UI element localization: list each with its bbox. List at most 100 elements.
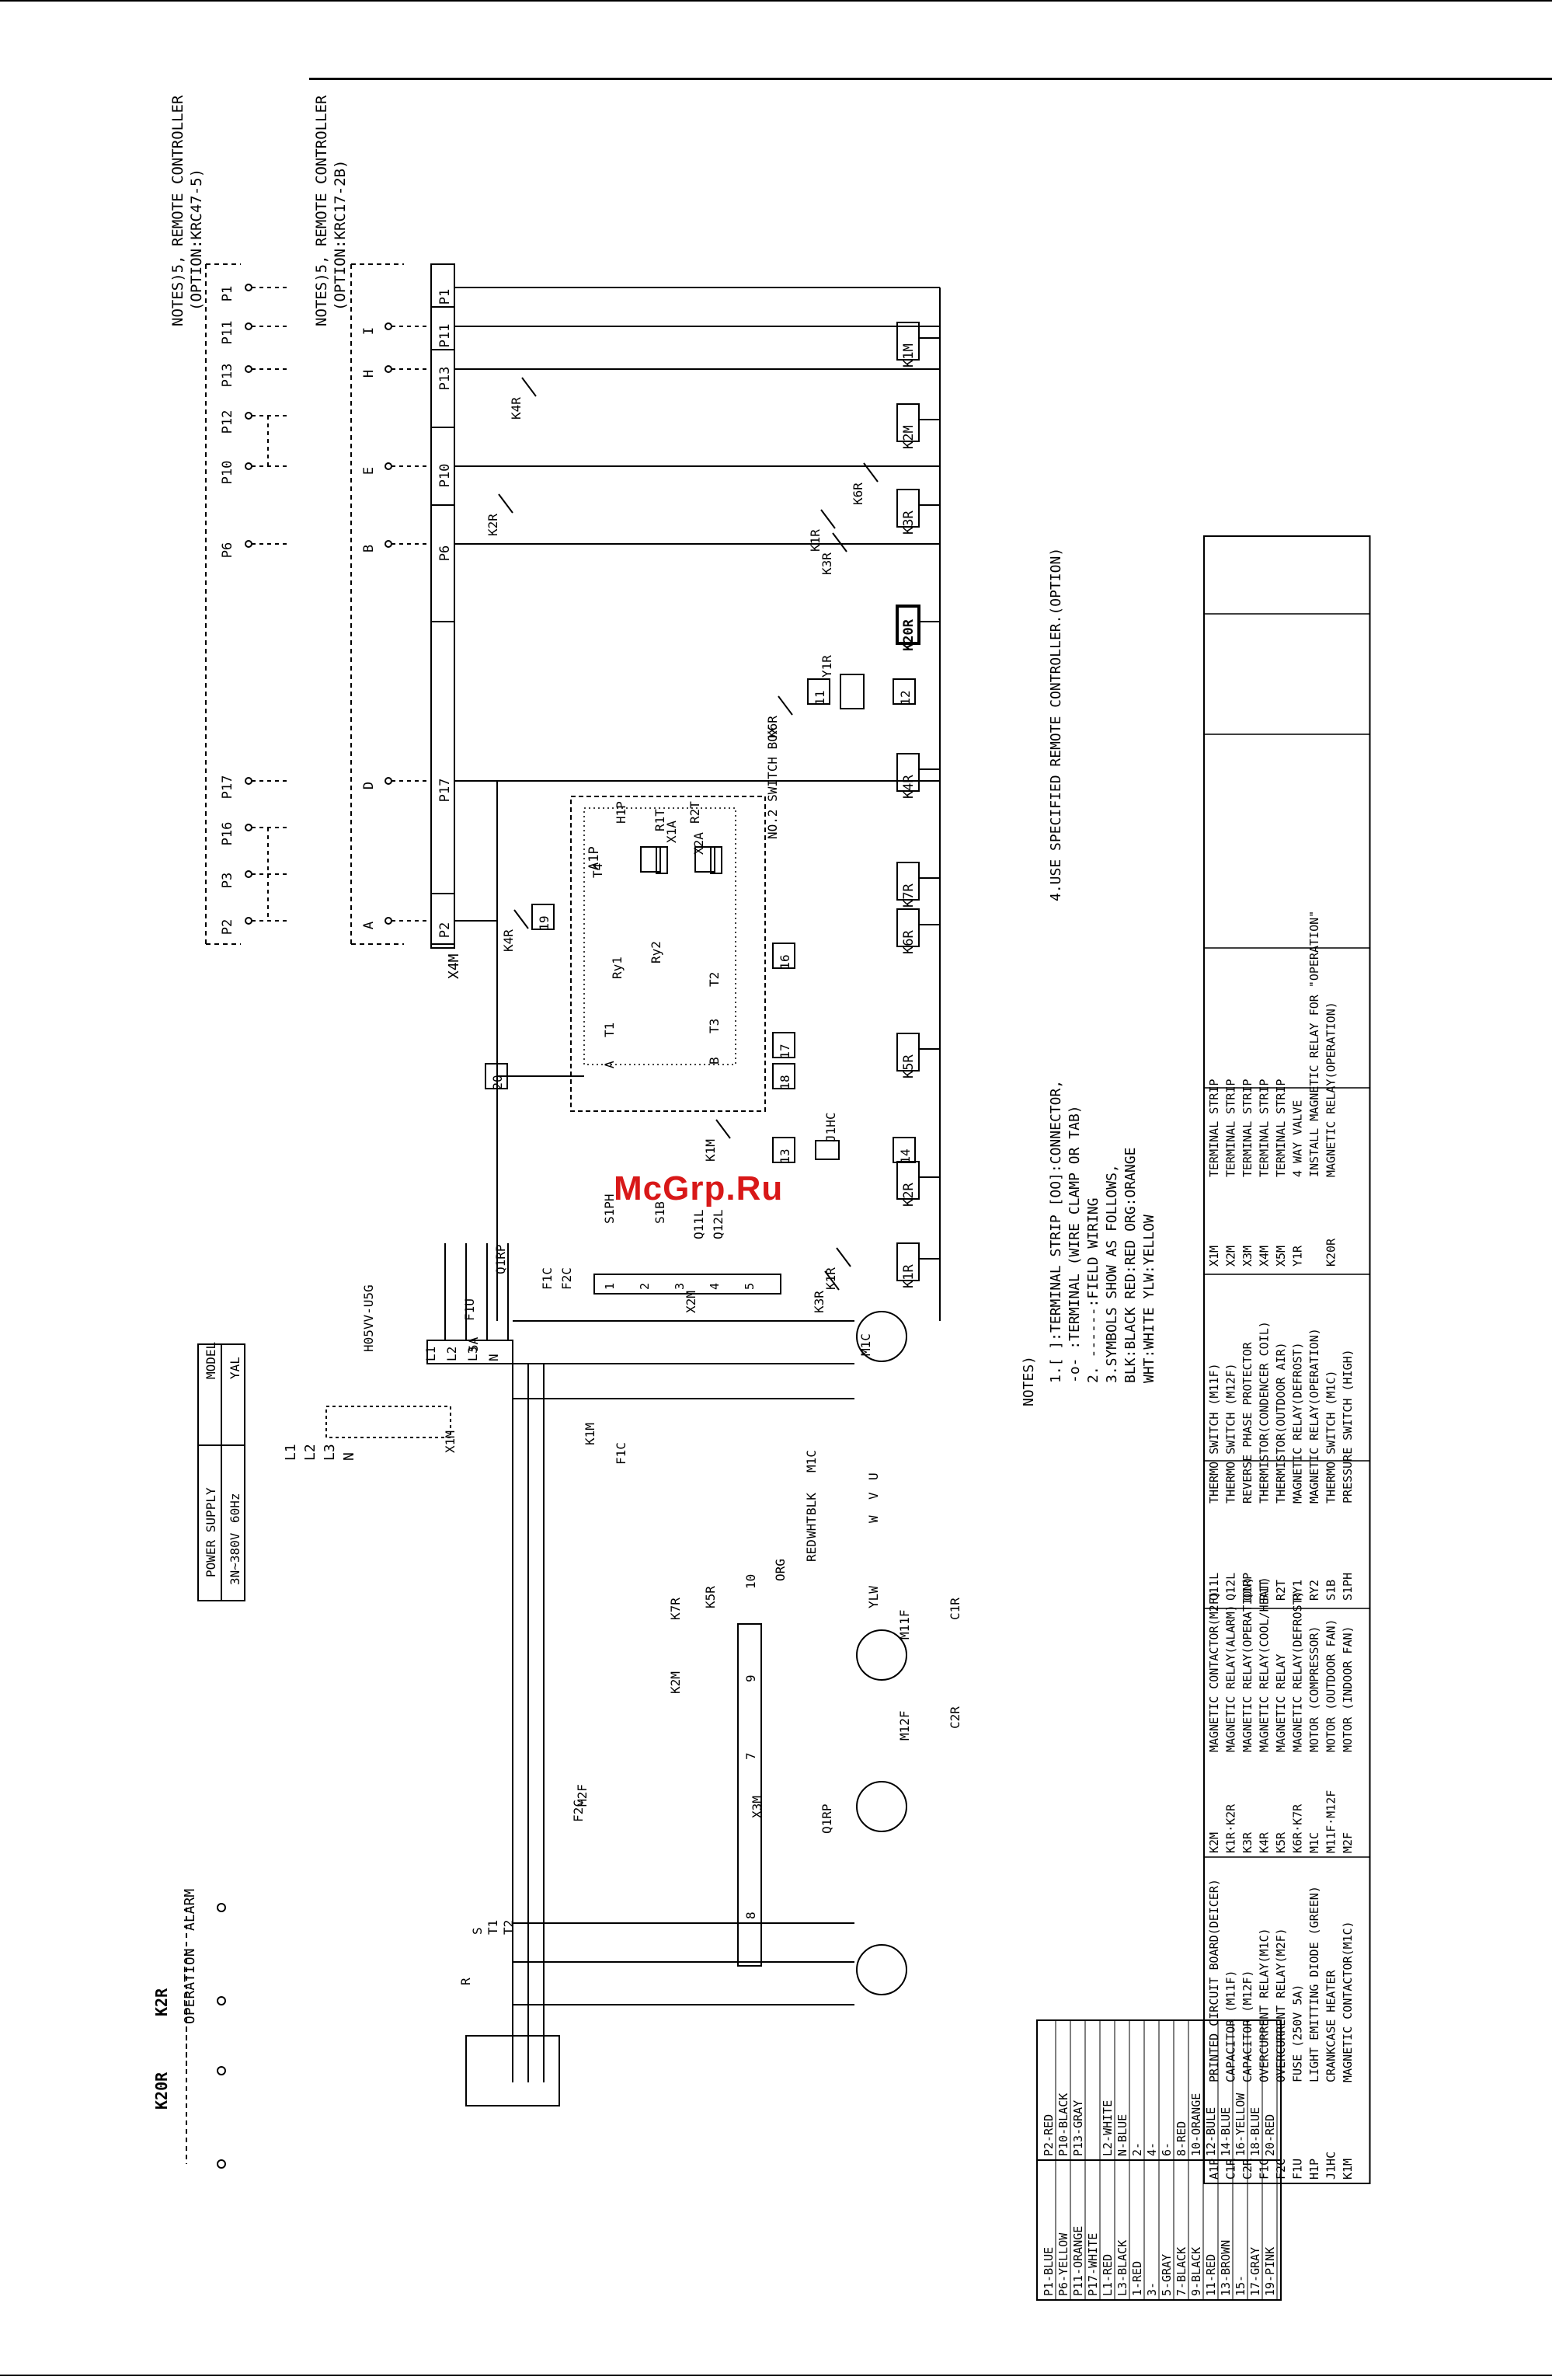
legend-cell: X2M [1224,1246,1238,1267]
terminal-number-box [772,1063,795,1089]
relay-coil [896,862,920,901]
legend-cell: PRINTED CIRCUIT BOARD(DEICER) [1207,1879,1221,2082]
pcb-a1p-box [570,796,766,1112]
legend-cell: K5R [1274,1831,1288,1853]
note-item: 1.[ ]:TERMINAL STRIP [OO]:CONNECTOR, [1048,1080,1064,1383]
legend-cell: X3M [1241,1246,1254,1267]
component-label: ORG [773,1559,788,1581]
legend-cell: CAPACITOR (M12F) [1241,1971,1254,2083]
legend-cell: OVERCURRENT RELAY(M1C) [1258,1928,1272,2082]
x2m-terminal-label: 2 [638,1283,652,1290]
pcb-component: X1A [664,821,679,843]
x1m-terminal-label: L1 [423,1347,438,1361]
component-label: M11F [897,1609,912,1640]
pcb-component: T3 [707,1019,722,1033]
relay-contact [498,493,513,514]
terminal-number-box [893,678,916,705]
component-label: F1U [462,1298,477,1321]
wire-color-cell: N-BLUE [1115,2114,1129,2156]
wire-color-cell: 8-RED [1174,2121,1188,2156]
relay-coil-label: K20R [901,619,917,651]
component-label: M1C [804,1450,819,1472]
x4m-terminal-label: P10 [437,464,453,488]
component-label: F2C [571,1800,586,1822]
remote-terminal [385,462,392,470]
remote-terminal-label: P6 [220,542,235,558]
x1m-terminal-label: L2 [444,1347,459,1361]
motor-m11f [856,1781,907,1832]
legend-cell: Q12L [1224,1573,1238,1601]
x4m-strip [430,263,455,949]
x4m-terminal-label: P2 [437,922,453,938]
legend-cell: J1HC [1324,2152,1338,2180]
wire-color-cell: 17-GRAY [1248,2247,1262,2296]
relay-contact [715,1119,731,1139]
legend-cell: K3R [1241,1831,1254,1853]
remote-terminal [385,917,392,925]
x3m-terminal-label: 9 [743,1674,758,1682]
wire-color-cell: P10-BLACK [1056,2093,1070,2156]
legend-cell: THERMISTOR(CONDENCER COIL) [1258,1321,1272,1504]
x2m-terminal-label: 5 [743,1283,757,1290]
legend-cell: MAGNETIC RELAY(OPERATION) [1241,1577,1254,1752]
legend-cell: MAGNETIC RELAY [1274,1654,1288,1752]
x3m-terminal-label: 10 [743,1574,758,1589]
wire-color-cell: P11-ORANGE [1071,2226,1085,2296]
relay-coil [896,753,920,792]
pcb-component: T2 [707,972,722,987]
contact-label: K3R [812,1291,826,1313]
x3m-terminal-label: 8 [743,1911,758,1919]
legend-cell: THERMISTOR(OUTDOOR AIR) [1274,1342,1288,1504]
wire-color-cell: 10-ORANGE [1189,2093,1203,2156]
legend-cell: S1B [1324,1580,1338,1601]
contact-label: K1R [823,1267,838,1290]
x4m-terminal-label: P17 [437,779,453,803]
component-label: F2C [559,1267,574,1290]
remote-terminal [385,322,392,330]
relay-contact [513,909,529,929]
component-label: M12F [897,1710,912,1741]
x2m-terminal-label: 3 [673,1283,687,1290]
wire-color-cell: L3-BLACK [1115,2240,1129,2296]
legend-table [1203,535,1371,2184]
legend-cell: K2M [1207,1832,1221,1853]
power-table-header: MODEL [204,1342,218,1379]
note-item: 4.USE SPECIFIED REMOTE CONTROLLER.(OPTIO… [1048,548,1064,901]
remote-terminal-label: P3 [220,873,235,888]
contact-label: K1R [808,529,823,552]
remote-terminal-label: P12 [220,410,235,434]
legend-cell: K4R [1258,1831,1272,1853]
component-label: X1M [443,1430,458,1453]
legend-cell: MAGNETIC RELAY(OPERATION) [1307,1328,1321,1504]
relay-contact [863,462,879,483]
legend-cell: H1P [1307,2159,1321,2180]
legend-cell: MAGNETIC RELAY(OPERATION) [1324,1002,1338,1177]
component-label: W [866,1515,881,1523]
pcb-component: T1 [602,1023,617,1037]
output-terminal [217,2159,226,2169]
motor-m12f [856,1629,907,1681]
component-label: M2F [575,1784,590,1807]
component-label: K5R [703,1586,718,1608]
thermistor-r2t [694,846,715,873]
remote-terminal [245,540,252,548]
wire-color-cell: 16-YELLOW [1234,2093,1248,2156]
legend-cell: X4M [1258,1246,1272,1267]
relay-coil-label: K2R [901,1183,917,1207]
component-label: YLW [866,1586,881,1608]
x1m-terminal-label: N [486,1354,501,1361]
x4m-terminal-label: P1 [437,289,453,305]
component-label: X2M [684,1291,698,1313]
legend-cell: C1R [1224,2158,1238,2180]
legend-cell: THERMO SWITCH (M1C) [1324,1370,1338,1504]
wire-color-cell: P17-WHITE [1086,2233,1100,2296]
note-item: 3.SYMBOLS SHOW AS FOLLOWS, [1104,1164,1120,1383]
legend-cell: 4 WAY VALVE [1291,1100,1305,1177]
watermark: McGrp.Ru [614,1169,784,1207]
motor-label: M1C [858,1333,873,1356]
wire-color-cell: L2-WHITE [1101,2100,1115,2156]
note-item: BLK:BLACK RED:RED ORG:ORANGE [1122,1148,1139,1383]
component-label: WHT [804,1516,819,1538]
pcb-component: B [707,1057,722,1065]
wire-color-cell: 7-BLACK [1174,2247,1188,2296]
